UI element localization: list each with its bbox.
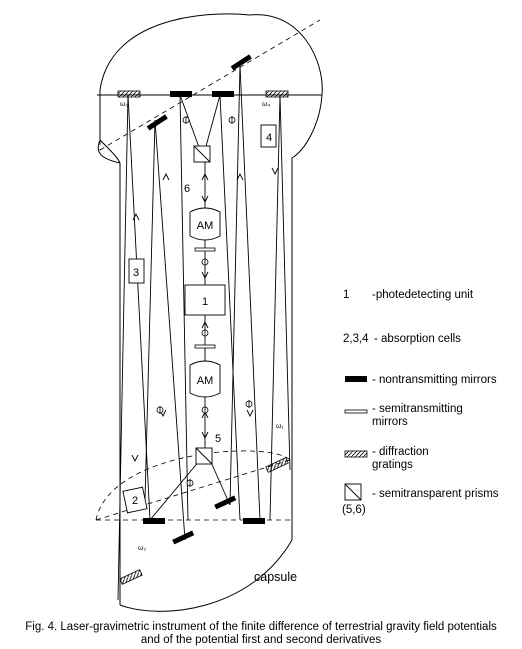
caption-line-2: and of the potential first and second de… [140, 634, 382, 646]
capsule-label: capsule [254, 570, 298, 584]
grating-label-bottom-left: ω₂ [138, 545, 146, 552]
prism-top-number: 6 [184, 183, 190, 195]
modulator-top-label: AM [197, 220, 214, 232]
legend-symbols [344, 376, 368, 501]
nontransmitting-mirrors [143, 54, 265, 545]
prism-top [193, 145, 211, 163]
photodetector-box [184, 284, 226, 316]
legend-grating-symbol [344, 450, 368, 458]
legend-photodetector-text: -photedetecting unit [372, 289, 474, 301]
legend-cells-number: 2,3,4 [343, 333, 369, 345]
semitransmitting-mirrors [194, 247, 216, 349]
legend-semitransmitting-text: - semitransmitting mirrors [372, 403, 463, 428]
figure-caption: Fig. 4. Laser-gravimetric instrument of … [0, 621, 522, 647]
beam-arrows [131, 167, 279, 463]
photodetector-label: 1 [202, 296, 208, 308]
absorption-cells [122, 124, 277, 514]
legend-prisms-text: - semitransparent prisms [372, 488, 499, 500]
grating-label-top-left: ω₃ [120, 101, 128, 108]
legend-cells-text: - absorption cells [374, 333, 461, 345]
grating-label-top-right: ω₄ [262, 101, 270, 108]
diffraction-gratings [117, 90, 289, 585]
modulators [189, 207, 221, 398]
legend-photodetector-number: 1 [343, 289, 350, 301]
legend-prism-symbol [344, 483, 362, 501]
prism-bottom-number: 5 [215, 433, 221, 445]
laser-beams [117, 64, 291, 601]
legend-prisms-subtext: (5,6) [342, 504, 366, 516]
legend-semitransmitting-symbol [344, 409, 368, 414]
beam-markers [156, 116, 253, 487]
modulator-bottom-label: AM [197, 375, 214, 387]
legend-nontransmitting-text: - nontransmitting mirrors [372, 374, 497, 386]
cell-right-label: 4 [266, 132, 272, 144]
caption-line-1: Fig. 4. Laser-gravimetric instrument of … [25, 621, 497, 633]
legend-gratings-text: - diffraction gratings [372, 446, 429, 471]
grating-label-mid-right: ω₁ [276, 423, 284, 430]
prism-bottom [195, 447, 213, 465]
legend-nontransmitting-symbol [345, 376, 367, 382]
cell-left-label: 3 [133, 267, 139, 279]
cell-bottom-label: 2 [132, 495, 138, 507]
